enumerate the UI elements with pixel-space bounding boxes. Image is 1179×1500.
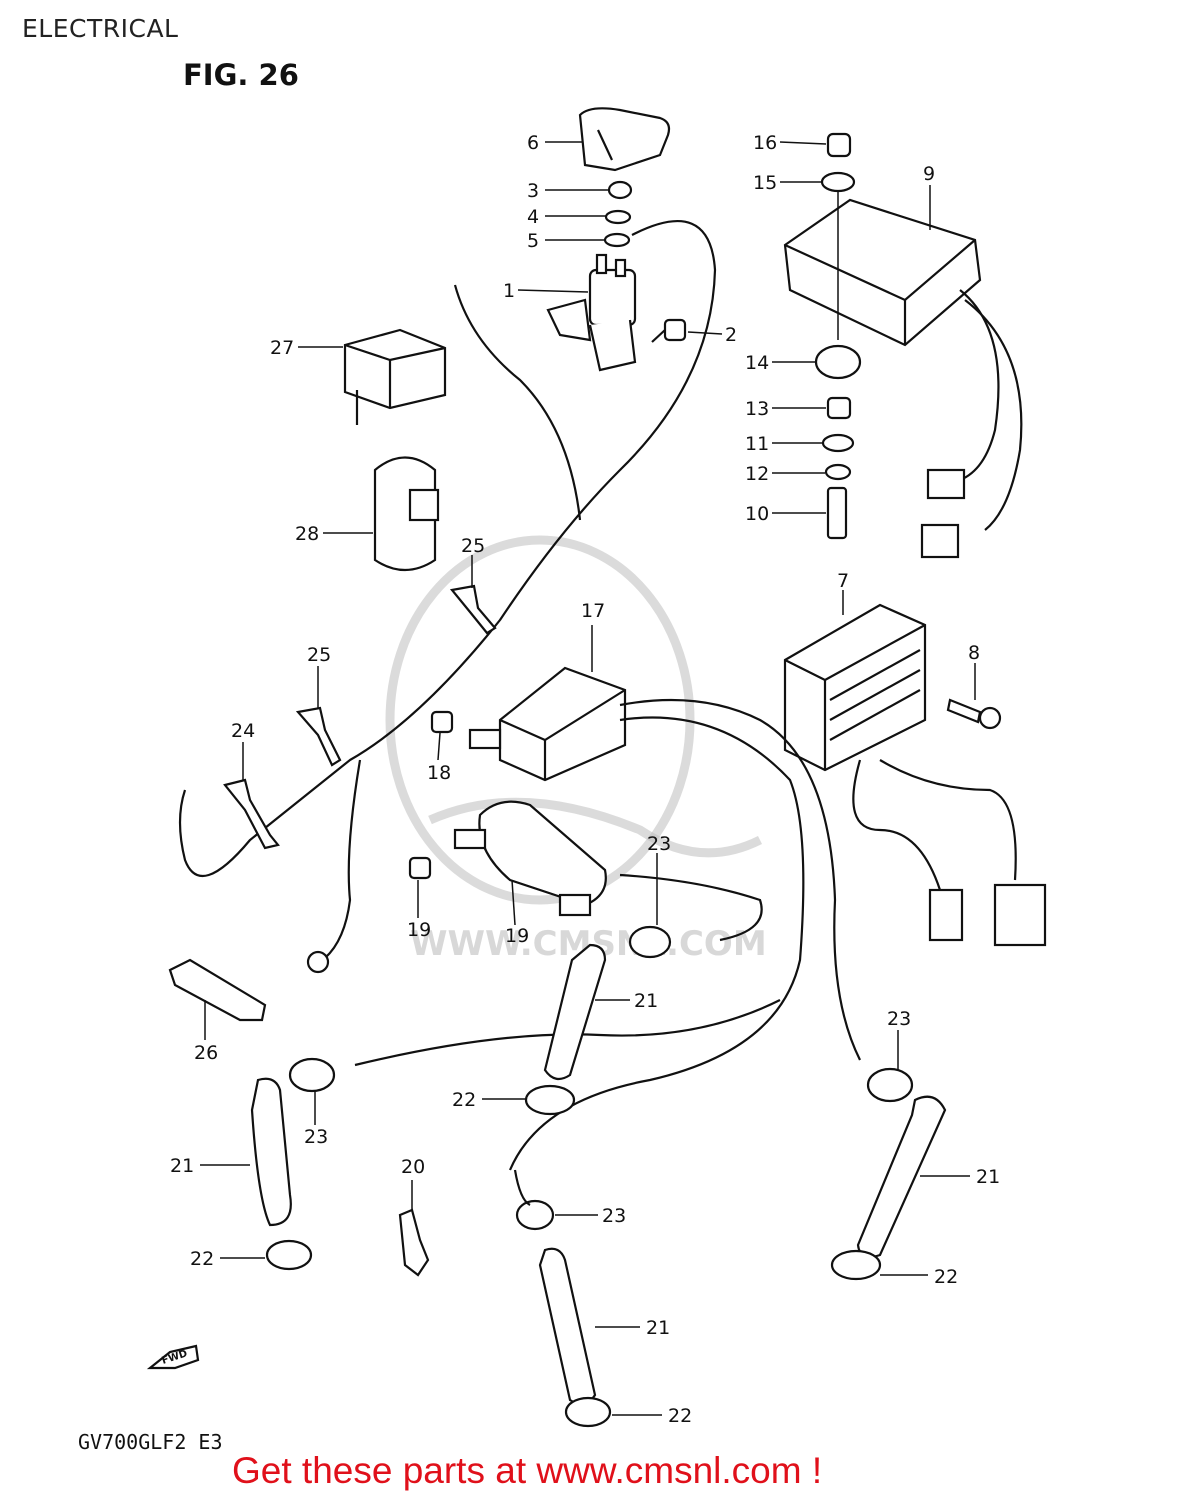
relay-cable [178,220,717,877]
callout-28: 28 [295,523,319,545]
callout-18: 19 [505,925,529,947]
connector-a [928,888,964,942]
part-16-nut [826,132,852,158]
callout-13: 13 [745,398,769,420]
callout-25-upper: 25 [461,535,485,557]
callout-12: 12 [745,463,769,485]
part-7-regulator-rectifier [783,603,1047,947]
callout-1: 1 [503,280,515,302]
callout-27: 27 [270,337,294,359]
part-23-seal-right [866,1067,914,1103]
callout-19-upper: 18 [427,762,451,784]
fwd-arrow-icon: FWD [146,1344,200,1370]
callout-22-left: 22 [190,1248,214,1270]
callout-16: 16 [753,132,777,154]
part-26-clip [168,958,267,1022]
part-22-cap-right [830,1249,882,1281]
part-22-cap-mid [524,1084,576,1116]
section-title: ELECTRICAL [22,14,179,43]
callout-6: 6 [527,132,539,154]
callout-5: 5 [527,230,539,252]
callout-22-right: 22 [934,1266,958,1288]
part-4-washer [604,209,632,225]
footer-cta-link[interactable]: Get these parts at www.cmsnl.com ! [232,1450,823,1491]
part-3-nut [607,180,633,200]
part-5-washer [603,232,631,248]
callout-21-left: 21 [170,1155,194,1177]
callout-23-right: 23 [887,1008,911,1030]
part-25-clamp-lower [295,706,342,767]
callout-7: 7 [837,570,849,592]
part-19-nut-lower [408,856,432,880]
part-21-plug-cap-bottom [538,1247,597,1406]
part-13-collar [826,396,852,420]
callout-23-mid: 23 [647,833,671,855]
part-23-seal-bottom [515,1199,555,1231]
callout-4: 4 [527,206,539,228]
part-22-cap-left [265,1239,313,1271]
figure-title: FIG. 26 [183,58,299,92]
part-8-screw [946,698,1002,730]
callout-14: 14 [745,352,769,374]
part-25-clamp-upper [449,584,497,635]
part-21-plug-cap-mid [543,943,607,1081]
callout-11: 11 [745,433,769,455]
part-14-grommet [814,344,862,380]
hi-tension-cable [619,698,861,1061]
callout-2: 2 [725,324,737,346]
part-17-ignition-coil [468,666,627,782]
callout-21-mid: 21 [634,990,658,1012]
connector-b [993,883,1047,947]
part-12-washer [824,463,852,481]
callout-19-lower: 19 [407,919,431,941]
leader-lines [200,141,976,1416]
callout-25-lower: 25 [307,644,331,666]
callout-8: 8 [968,642,980,664]
callout-9: 9 [923,163,935,185]
part-2-bolt [651,318,687,343]
part-24-clamp [223,778,280,850]
part-11-washer [821,433,855,453]
part-21-plug-cap-left [250,1077,292,1227]
part-20-clip [398,1208,430,1277]
part-28-flasher [373,456,440,571]
part-9-cdi-unit [783,198,1023,559]
part-19-nut-upper [430,710,454,734]
callout-20: 20 [401,1156,425,1178]
callout-23-bottom: 23 [602,1205,626,1227]
callout-10: 10 [745,503,769,525]
part-21-plug-cap-right [856,1095,947,1259]
callout-numbers: 6 3 4 5 1 2 16 15 9 14 13 11 12 10 7 8 1… [170,132,1000,1427]
part-23-seal-mid [628,925,672,959]
part-10-bolt [826,486,848,540]
part-23-seal-left [288,1057,336,1093]
callout-26: 26 [194,1042,218,1064]
callout-15: 15 [753,172,777,194]
callout-21-bottom: 21 [646,1317,670,1339]
model-code: GV700GLF2 E3 [78,1430,223,1454]
callout-23-left: 23 [304,1126,328,1148]
part-15-washer [820,171,856,193]
part-18-ignition-coil [453,800,607,917]
part-22-cap-bottom [564,1396,612,1428]
part-27-relay [343,328,447,425]
part-1-starter-relay [546,253,637,372]
callout-22-bottom: 22 [668,1405,692,1427]
callout-21-right: 21 [976,1166,1000,1188]
callout-17: 17 [581,600,605,622]
callout-22-mid: 22 [452,1089,476,1111]
part-6-cap [578,107,671,172]
callout-3: 3 [527,180,539,202]
callout-24: 24 [231,720,255,742]
